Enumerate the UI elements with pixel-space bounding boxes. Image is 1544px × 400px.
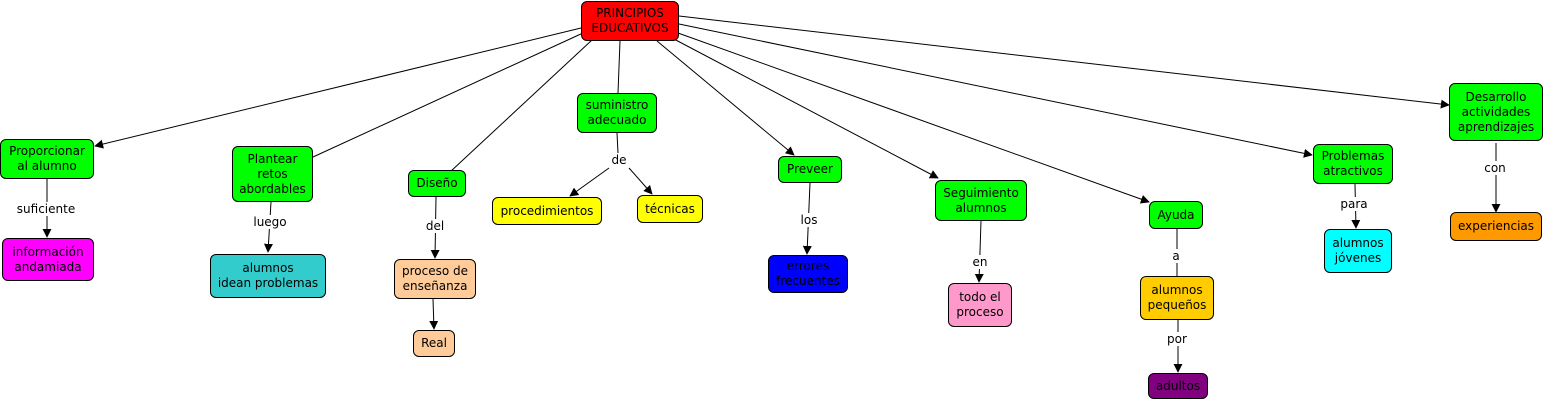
edge-suministro-procedimientos [569,167,610,197]
edge-root-suministro [617,40,621,94]
node-experiencias[interactable]: experiencias [1450,212,1542,241]
node-todo[interactable]: todo el proceso [948,283,1012,327]
link-label-los: los [798,213,820,227]
node-problemas[interactable]: Problemas atractivos [1313,144,1393,184]
node-procedimientos[interactable]: procedimientos [492,197,602,225]
edge-root-ayuda [677,32,1150,204]
node-preveer[interactable]: Preveer [778,156,842,183]
node-idean[interactable]: alumnos idean problemas [210,254,326,298]
node-proporcionar[interactable]: Proporcionar al alumno [0,139,94,179]
node-ayuda[interactable]: Ayuda [1149,201,1203,229]
node-jovenes[interactable]: alumnos jóvenes [1324,229,1392,273]
edge-root-preveer [656,40,795,156]
node-adultos[interactable]: adultos [1148,373,1208,399]
link-label-del: del [423,219,447,233]
edge-root-seguimiento [671,37,939,179]
node-diseno[interactable]: Diseño [408,170,466,197]
node-suministro[interactable]: suministro adecuado [577,93,657,133]
edge-root-proporcionar [94,27,582,149]
link-label-en: en [970,255,990,269]
node-plantear[interactable]: Plantear retos abordables [232,146,313,202]
node-informacion[interactable]: información andamiada [2,238,94,281]
node-tecnicas[interactable]: técnicas [637,195,703,223]
link-label-de: de [609,153,629,167]
edge-proceso-real [429,298,439,330]
edge-root-plantear [312,32,584,158]
edge-root-diseno [449,39,593,173]
node-proceso[interactable]: proceso de enseñanza [394,259,476,299]
link-label-con: con [1482,161,1508,175]
node-errores[interactable]: errores frecuentes [768,255,848,293]
link-label-por: por [1165,332,1189,346]
node-desarrollo[interactable]: Desarrollo actividades aprendizajes [1449,83,1543,141]
link-label-luego: luego [251,215,289,229]
edge-root-desarrollo [678,15,1450,109]
node-pequenos[interactable]: alumnos pequeños [1140,276,1214,320]
node-real[interactable]: Real [413,330,455,357]
link-label-para: para [1338,197,1370,211]
link-label-suficiente: suficiente [14,202,78,216]
edge-suministro-tecnicas [628,167,653,195]
node-principios-educativos[interactable]: PRINCIPIOS EDUCATIVOS [581,1,679,41]
link-label-a: a [1170,249,1182,263]
edge-root-problemas [678,23,1313,158]
edge-suministro-de-label [616,132,619,154]
edge-seguimiento-todo [974,220,984,283]
node-seguimiento[interactable]: Seguimiento alumnos [935,180,1027,221]
